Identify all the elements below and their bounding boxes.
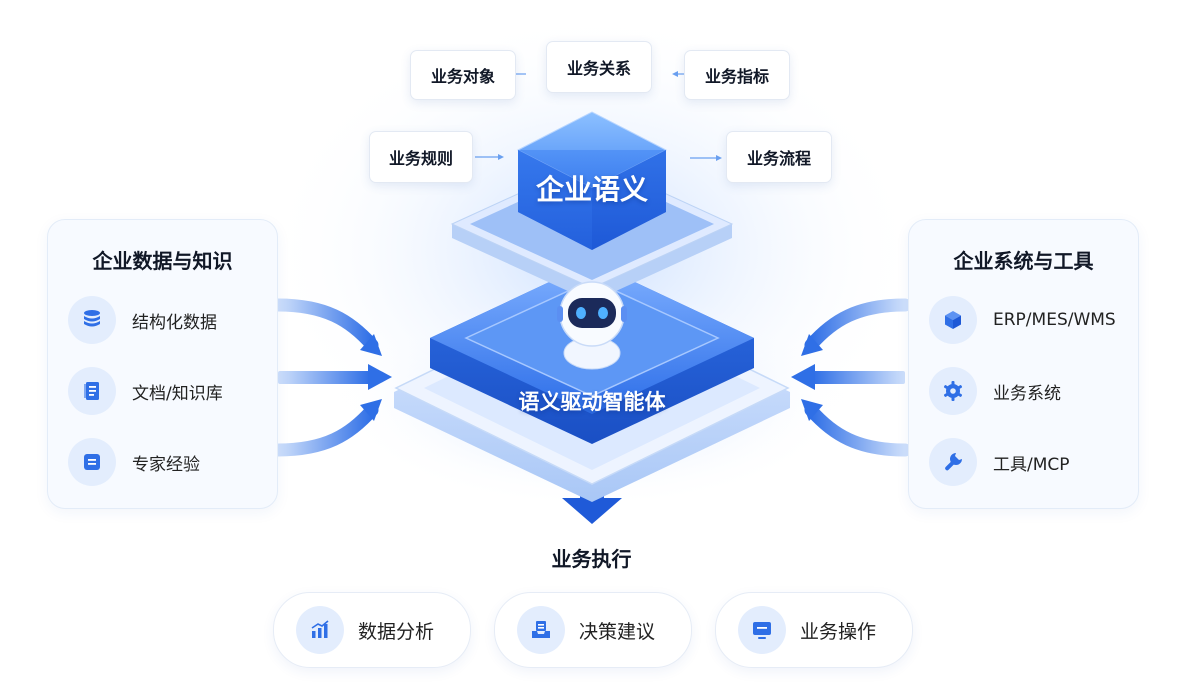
panel-title: 企业数据与知识	[92, 249, 233, 273]
list-item: 文档/知识库	[68, 366, 223, 416]
bar-chart-icon	[296, 606, 344, 654]
list-item: ERP/MES/WMS	[929, 295, 1116, 345]
tag-business-object: 业务对象	[410, 50, 516, 100]
list-item: 业务系统	[929, 366, 1061, 416]
database-icon	[68, 296, 116, 344]
list-item-label: 文档/知识库	[132, 383, 223, 404]
list-item-label: 结构化数据	[132, 312, 217, 333]
wrench-icon	[929, 438, 977, 486]
list-item-label: ERP/MES/WMS	[993, 310, 1116, 330]
exec-item-operation: 业务操作	[715, 592, 913, 668]
semantic-core-label: 企业语义	[535, 173, 648, 206]
exec-item-label: 业务操作	[800, 620, 877, 643]
monitor-icon	[738, 606, 786, 654]
list-item: 结构化数据	[68, 295, 217, 345]
execution-title: 业务执行	[551, 547, 632, 571]
tag-business-relation: 业务关系	[546, 41, 652, 93]
document-icon	[68, 367, 116, 415]
tag-business-process: 业务流程	[726, 131, 832, 183]
list-item-label: 业务系统	[993, 383, 1061, 404]
list-item: 专家经验	[68, 437, 200, 487]
gear-icon	[929, 367, 977, 415]
notebook-icon	[68, 438, 116, 486]
exec-item-label: 决策建议	[579, 620, 656, 643]
panel-title: 企业系统与工具	[953, 249, 1094, 273]
cube-icon	[929, 296, 977, 344]
agent-label: 语义驱动智能体	[518, 390, 666, 414]
inbox-icon	[517, 606, 565, 654]
exec-item-label: 数据分析	[358, 620, 435, 643]
exec-item-data-analysis: 数据分析	[273, 592, 471, 668]
enterprise-systems-panel: 企业系统与工具 ERP/MES/WMS 业务系统	[908, 219, 1139, 509]
list-item: 工具/MCP	[929, 437, 1070, 487]
enterprise-data-panel: 企业数据与知识 结构化数据 文档/知识库	[47, 219, 278, 509]
exec-item-decision: 决策建议	[494, 592, 692, 668]
tag-business-rule: 业务规则	[369, 131, 473, 183]
list-item-label: 专家经验	[132, 454, 200, 475]
list-item-label: 工具/MCP	[993, 454, 1070, 475]
tag-business-metric: 业务指标	[684, 50, 790, 100]
